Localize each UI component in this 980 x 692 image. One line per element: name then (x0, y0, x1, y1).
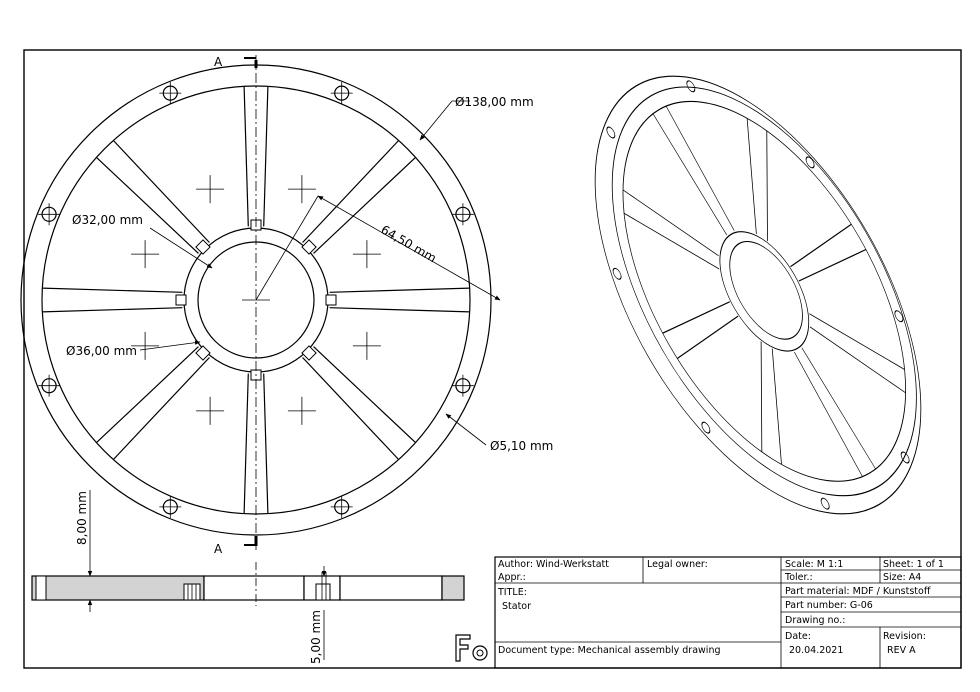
iso-bolt-hole (900, 451, 910, 464)
tb-part-material: Part material: MDF / Kunststoff (785, 586, 931, 597)
dimension-outer-diameter: Ø138,00 mm (455, 95, 534, 109)
iso-spoke-edge (798, 249, 867, 282)
tb-date-value: 20.04.2021 (789, 645, 843, 656)
iso-spoke-edge (809, 313, 905, 370)
isometric-view (594, 75, 922, 515)
spoke-edge (263, 86, 269, 227)
hub-slot (195, 345, 211, 361)
iso-spoke-edge (622, 189, 719, 257)
spoke-edge (96, 346, 199, 444)
spoke-edge (112, 140, 210, 243)
dimension-inner-diameter-36: Ø36,00 mm (66, 344, 137, 358)
spoke-edge (42, 287, 183, 293)
tb-scale: Scale: M 1:1 (785, 559, 843, 570)
spoke-edge (42, 307, 183, 313)
spoke-edge (96, 156, 199, 254)
hub-slot (325, 294, 337, 306)
iso-bolt-hole (701, 421, 711, 434)
iso-spoke-edge (623, 212, 720, 270)
hub-slot (175, 294, 187, 306)
spoke-edge (302, 357, 400, 460)
iso-spoke-edge (760, 341, 763, 453)
front-view (20, 55, 492, 550)
tb-drawing-no: Drawing no.: (785, 615, 845, 626)
hub-slot (301, 239, 317, 255)
spoke-edge (329, 287, 470, 293)
iso-spoke-edge (766, 130, 768, 242)
dimension-bolt-circle: 64,50 mm (379, 222, 439, 265)
tb-title-value: Stator (502, 601, 531, 612)
spoke-edge (243, 86, 249, 227)
freecad-gear-logo (455, 634, 488, 662)
hub-slot (301, 345, 317, 361)
spoke-edge (313, 346, 416, 444)
tb-toler: Toler.: (784, 572, 813, 583)
tb-size: Size: A4 (883, 572, 921, 583)
spoke-edge (112, 357, 210, 460)
iso-spoke-edge (790, 223, 852, 268)
tb-part-number: Part number: G-06 (785, 600, 873, 611)
tb-title-label: TITLE: (497, 587, 527, 598)
tb-revision-label: Revision: (883, 631, 926, 642)
section-marker-top: A (214, 55, 223, 69)
iso-spoke-edge (665, 105, 735, 231)
section-view (31, 490, 465, 660)
iso-bolt-hole (894, 310, 904, 323)
iso-spoke-edge (676, 315, 739, 359)
iso-spoke-edge (662, 301, 731, 334)
dimension-inner-diameter-32: Ø32,00 mm (72, 213, 143, 227)
tb-date-label: Date: (785, 631, 811, 642)
dimension-slot-depth: 5,00 mm (309, 610, 323, 664)
iso-spoke-edge (801, 347, 876, 470)
tb-document-type: Document type: Mechanical assembly drawi… (498, 645, 721, 656)
iso-spoke-edge (771, 348, 782, 465)
iso-bolt-hole (686, 80, 696, 93)
iso-bolt-hole (820, 497, 830, 510)
tb-sheet: Sheet: 1 of 1 (883, 559, 944, 570)
iso-bolt-hole (612, 267, 622, 280)
iso-spoke-edge (746, 118, 757, 235)
sheet-border (23, 49, 962, 669)
dimension-thickness: 8,00 mm (75, 491, 89, 545)
section-marker-bottom: A (214, 542, 223, 556)
iso-bolt-hole (606, 126, 616, 139)
spoke-edge (243, 373, 249, 514)
iso-spoke-edge (809, 326, 906, 394)
iso-spoke-edge (794, 351, 863, 477)
tb-revision-value: REV A (887, 645, 916, 656)
spoke-edge (329, 307, 470, 313)
title-block (494, 556, 962, 669)
iso-bolt-hole (805, 156, 815, 169)
spoke-edge (263, 373, 269, 514)
tb-author: Author: Wind-Werkstatt (498, 559, 609, 570)
tb-appr: Appr.: (498, 572, 526, 583)
hub-slot (195, 239, 211, 255)
tb-legal-owner: Legal owner: (647, 559, 708, 570)
iso-spoke-edge (652, 113, 728, 236)
dimension-hole-diameter: Ø5,10 mm (490, 439, 553, 453)
